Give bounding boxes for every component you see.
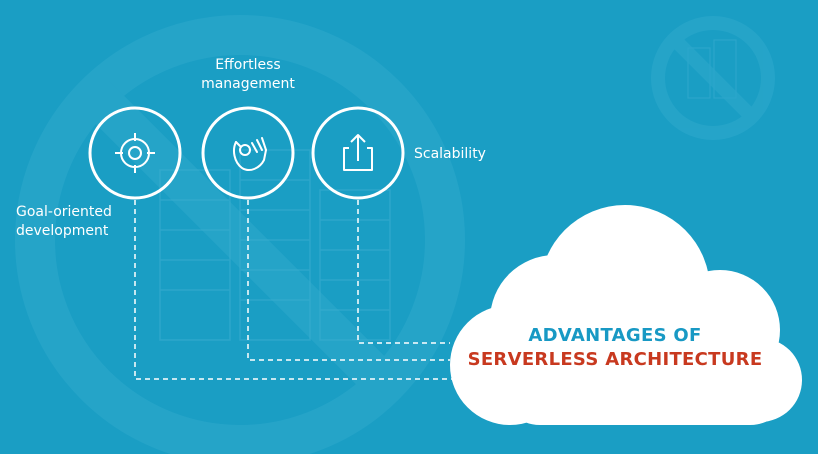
cloud-title-line1: ADVANTAGES OF (528, 325, 702, 346)
cloud-title-line2: SERVERLESS ARCHITECTURE (467, 349, 763, 370)
feature-label-line: development (16, 223, 109, 239)
connector-scalability (357, 200, 450, 344)
feature-circle-goal-oriented (88, 106, 182, 200)
feature-circle-scalability (311, 106, 405, 200)
background-small-no-server-sign (651, 16, 775, 140)
feature-label-goal-oriented: Goal-oriented development (16, 203, 112, 241)
cloud-shape (450, 205, 802, 425)
connector-lines (134, 200, 455, 380)
target-icon (115, 133, 155, 173)
feature-label-effortless: Effortless management (188, 56, 308, 94)
cloud-title: ADVANTAGES OF SERVERLESS ARCHITECTURE (450, 324, 780, 372)
background-server-racks (159, 149, 391, 341)
feature-label-line: Goal-oriented (16, 204, 112, 220)
feature-circle-effortless (201, 106, 295, 200)
feature-label-scalability: Scalability (414, 145, 486, 164)
ok-hand-icon (233, 137, 267, 171)
upload-icon (343, 134, 373, 171)
feature-label-line: Effortless (215, 57, 281, 73)
feature-label-line: Scalability (414, 146, 486, 162)
feature-label-line: management (201, 76, 295, 92)
